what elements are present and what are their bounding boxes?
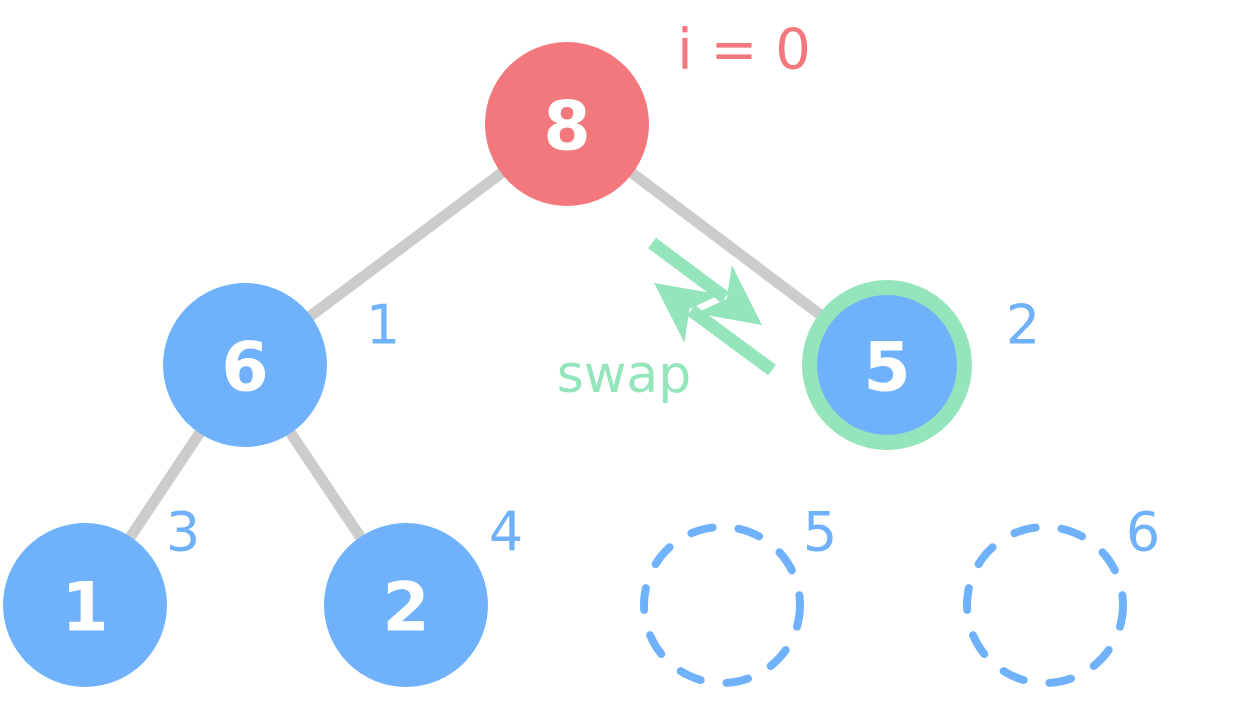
- iteration-label: i = 0: [677, 18, 811, 83]
- swap-arrow-up-left: [654, 283, 776, 376]
- node-circle[interactable]: [485, 42, 649, 206]
- node-index-1[interactable]: 61: [163, 283, 400, 447]
- node-value-text: 6: [221, 329, 268, 408]
- node-index-0[interactable]: 8: [485, 42, 649, 206]
- arrow-shaft: [648, 237, 730, 303]
- node-circle[interactable]: [324, 523, 488, 687]
- node-value-text: 2: [382, 569, 429, 648]
- labels-layer: i = 0 swap: [557, 18, 811, 406]
- node-value-text: 1: [61, 569, 108, 648]
- node-circle[interactable]: [3, 523, 167, 687]
- node-index-3[interactable]: 13: [3, 501, 200, 688]
- node-index-5[interactable]: 5: [640, 501, 837, 687]
- node-circle[interactable]: [163, 283, 327, 447]
- node-index-label: 3: [166, 501, 200, 564]
- arrow-shaft: [687, 305, 776, 376]
- arrow-head: [654, 283, 721, 343]
- node-index-6[interactable]: 6: [963, 501, 1160, 687]
- node-index-label: 5: [803, 501, 837, 564]
- node-index-label: 6: [1126, 501, 1160, 564]
- swap-arrow-down-right: [648, 237, 762, 325]
- empty-slot-circle[interactable]: [963, 523, 1127, 687]
- node-index-label: 2: [1006, 294, 1040, 357]
- swap-arrows-layer: [648, 237, 776, 376]
- node-value-text: 5: [863, 329, 910, 408]
- arrow-head: [695, 265, 762, 325]
- node-index-2[interactable]: 52: [802, 280, 1040, 450]
- empty-slot-circle[interactable]: [640, 523, 804, 687]
- node-circle[interactable]: [817, 295, 957, 435]
- node-index-label: 4: [489, 501, 523, 564]
- swap-label: swap: [557, 345, 692, 405]
- node-value-text: 8: [543, 88, 590, 167]
- node-index-4[interactable]: 24: [324, 501, 523, 688]
- node-index-label: 1: [366, 294, 400, 357]
